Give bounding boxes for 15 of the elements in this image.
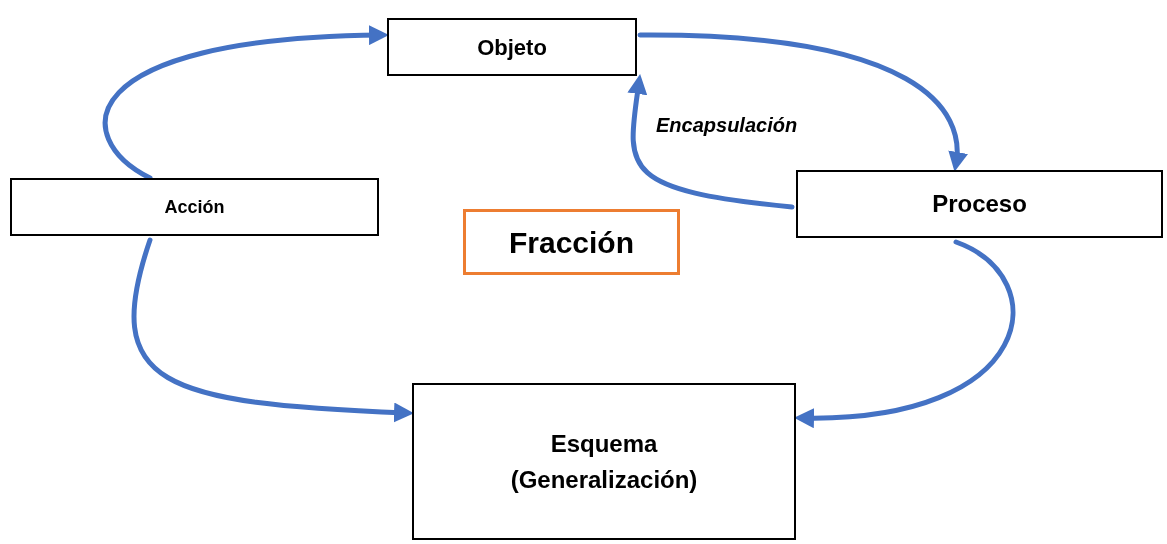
node-label: (Generalización) [510, 464, 698, 495]
title-box [463, 209, 680, 275]
node-label: Acción [164, 195, 225, 219]
schema-box [412, 383, 796, 540]
object-box [387, 18, 637, 76]
curved-arrow [102, 25, 389, 181]
node-label: Proceso [932, 189, 1027, 219]
node-label: Objeto [477, 33, 547, 62]
curved-arrow [637, 32, 967, 172]
node-label: Esquema [550, 428, 658, 459]
curved-arrow [132, 237, 414, 423]
process-box [796, 170, 1163, 238]
curved-arrow [627, 74, 795, 210]
action-box [10, 178, 379, 236]
node-label: Fracción [508, 224, 634, 261]
